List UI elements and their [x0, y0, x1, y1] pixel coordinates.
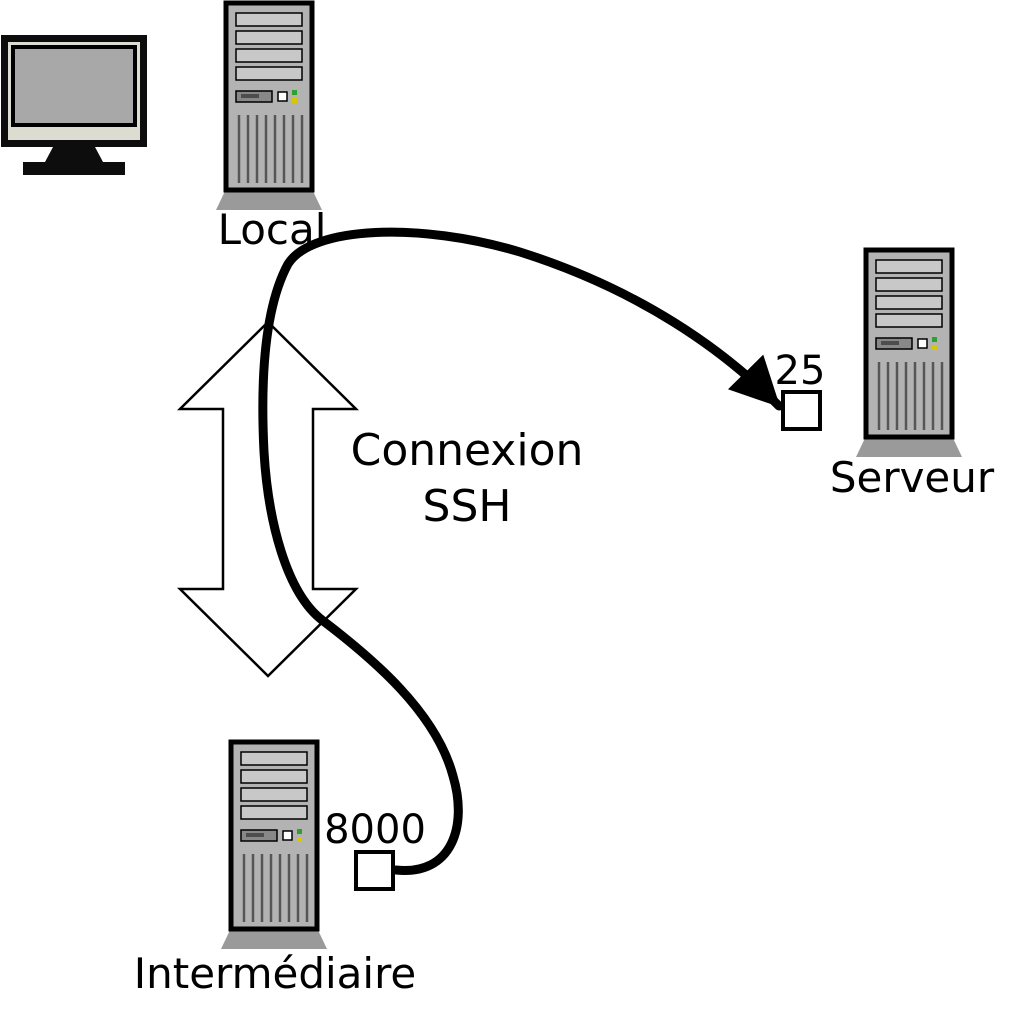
serveur-computer-icon [856, 250, 962, 457]
ssh-connection-label-line2: SSH [423, 481, 512, 532]
port-8000-label: 8000 [324, 807, 426, 853]
monitor-icon [1, 35, 147, 175]
intermediaire-label: Intermédiaire [134, 949, 417, 998]
serveur-label: Serveur [830, 453, 995, 502]
intermediaire-computer-icon [221, 742, 327, 949]
port-25-square [781, 390, 822, 431]
tunnel-path [258, 227, 784, 875]
port-8000-square [354, 850, 395, 891]
port-25-label: 25 [775, 348, 826, 394]
ssh-connection-label-line1: Connexion [351, 425, 584, 476]
local-computer-icon [216, 3, 322, 210]
monitor-screen [11, 45, 137, 127]
monitor-stand-neck [45, 147, 103, 162]
local-label: Local [218, 205, 327, 254]
monitor-stand-base [23, 162, 125, 175]
